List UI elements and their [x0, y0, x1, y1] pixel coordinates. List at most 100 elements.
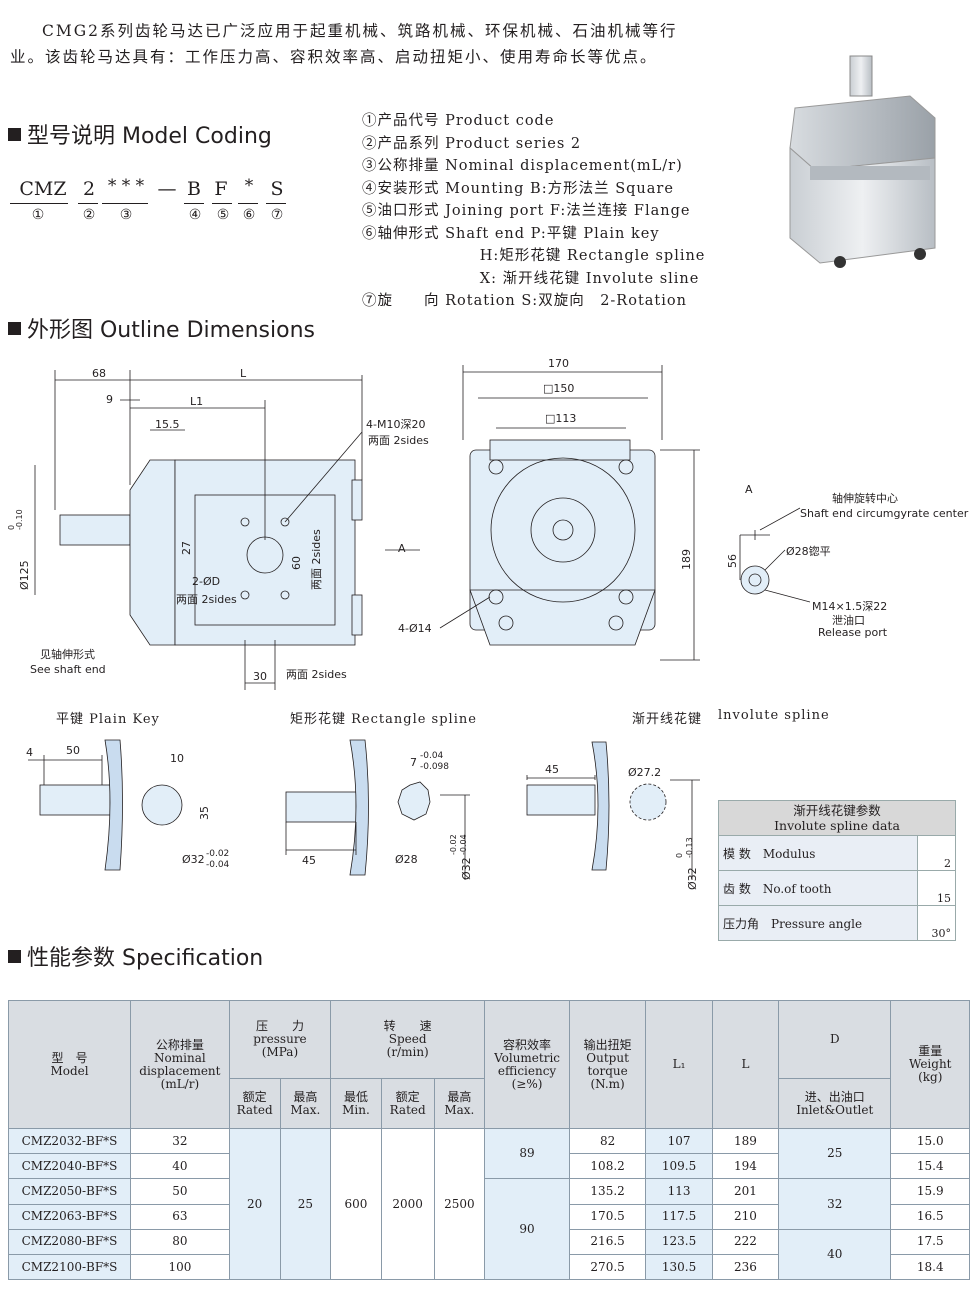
legend-line: X: 渐开线花键 Involute sline	[362, 270, 700, 287]
cell-l: 201	[711, 1178, 780, 1205]
dim-125: Ø125	[18, 560, 31, 590]
code-f: F	[214, 178, 228, 200]
invo-tol2: -0.13	[685, 837, 694, 858]
cell-weight: 15.4	[890, 1153, 970, 1180]
legend-line: ③公称排量 Nominal displacement(mL/r)	[362, 158, 683, 174]
spline-row-label: 压力角 Pressure angle	[718, 905, 918, 941]
plain-4: 4	[26, 746, 33, 759]
code-cmz: CMZ	[19, 178, 67, 200]
code-num-1: ①	[31, 207, 45, 223]
release-en: Release port	[818, 626, 888, 639]
motor-photo	[789, 55, 936, 268]
caption-rect: 矩形花键 Rectangle spline	[290, 712, 477, 727]
cell-torque: 135.2	[568, 1178, 647, 1205]
code-num-3: ③	[119, 207, 133, 223]
cell-torque: 270.5	[568, 1253, 647, 1281]
section-title: 外形图 Outline Dimensions	[27, 318, 315, 343]
intro-line-1: CMG2系列齿轮马达已广泛应用于起重机械、筑路机械、环保机械、石油机械等行	[42, 22, 678, 40]
dim-m14: M14×1.5深22	[812, 600, 887, 613]
intro-line-2: 业。该齿轮马达具有：工作压力高、容积效率高、启动扭矩小、使用寿命长等优点。	[10, 48, 658, 66]
th-d: D	[778, 1000, 892, 1079]
outline-drawing: 68 L 9 L1 15.5 4-M10深20 两面 2sides Ø125 0…	[7, 357, 969, 690]
cell-l: 210	[711, 1203, 780, 1230]
rect-32: Ø32	[460, 857, 473, 880]
center-cn: 轴伸旋转中心	[832, 491, 898, 505]
cell-weight: 18.4	[890, 1253, 970, 1281]
spline-row-label: 齿 数 No.of tooth	[718, 870, 918, 906]
legend-line: ②产品系列 Product series 2	[362, 135, 582, 152]
plain-32: Ø32	[182, 853, 205, 866]
invo-27-2: Ø27.2	[628, 766, 661, 779]
code-disp: * * *	[107, 176, 145, 196]
spline-row-value: 30°	[916, 905, 957, 941]
plain-50: 50	[66, 744, 80, 757]
code-num-6: ⑥	[242, 207, 256, 223]
cell-disp: 100	[130, 1253, 230, 1281]
dim-15-5: 15.5	[155, 418, 180, 431]
legend-line: ⑥轴伸形式 Shaft end P:平键 Plain key	[362, 225, 660, 242]
cell-disp: 63	[130, 1203, 230, 1230]
cell-torque: 170.5	[568, 1203, 647, 1230]
code-num-7: ⑦	[270, 207, 284, 223]
section-title: 型号说明 Model Coding	[27, 124, 272, 149]
rect-tol3: -0.02	[449, 834, 458, 855]
cell-model: CMZ2063-BF*S	[7, 1203, 132, 1230]
invo-32: Ø32	[686, 867, 699, 890]
dim-189: 189	[680, 549, 693, 570]
intro-text: CMG2系列齿轮马达已广泛应用于起重机械、筑路机械、环保机械、石油机械等行 业。…	[10, 18, 730, 70]
rect-tol2: -0.098	[420, 762, 449, 772]
dim-l1: L1	[190, 395, 203, 408]
cell-weight: 16.5	[890, 1203, 970, 1230]
cell-model: CMZ2040-BF*S	[7, 1153, 132, 1180]
dim-125-tol2: -0.10	[15, 509, 24, 530]
shaft-end-drawings: 4 50 10 35 Ø32 -0.02 -0.04 7 -0.04 -0.09…	[26, 739, 700, 890]
code-series: 2	[82, 178, 96, 200]
dim-30-sides: 两面 2sides	[286, 668, 347, 681]
square-bullet-icon	[8, 949, 21, 963]
dim-28: Ø28锪平	[786, 545, 831, 558]
cell-disp: 40	[130, 1153, 230, 1180]
section-outline: 外形图 Outline Dimensions	[8, 312, 315, 344]
cell-l1: 123.5	[645, 1228, 713, 1255]
dim-170: 170	[548, 357, 569, 370]
caption-invo-cn: 渐开线花键	[632, 712, 703, 727]
model-legend: ①产品代号 Product code ②产品系列 Product series …	[362, 110, 705, 313]
legend-line: ④安装形式 Mounting B:方形法兰 Square	[362, 180, 674, 197]
cell-weight: 17.5	[890, 1228, 970, 1255]
code-num-5: ⑤	[216, 207, 230, 223]
dim-m10: 4-M10深20	[366, 418, 425, 431]
cell-eff: 89	[484, 1127, 570, 1180]
spline-title-en: Involute spline data	[774, 818, 900, 833]
dim-sides: 两面 2sides	[310, 529, 323, 590]
section-spec: 性能参数 Specification	[8, 940, 263, 972]
cell-d: 32	[778, 1178, 892, 1230]
dim-l: L	[240, 367, 247, 380]
view-a: A	[745, 483, 753, 496]
th-l1: L₁	[645, 1000, 713, 1129]
cell-l1: 107	[645, 1127, 713, 1155]
square-bullet-icon	[8, 321, 21, 335]
cell-s-rated: 2000	[380, 1127, 435, 1281]
dim-150: □150	[543, 382, 574, 395]
cell-l1: 117.5	[645, 1203, 713, 1230]
spline-row-label: 模 数 Modulus	[718, 835, 918, 871]
dim-m10-sides: 两面 2sides	[368, 434, 429, 447]
cell-l1: 113	[645, 1178, 713, 1205]
dim-113: □113	[545, 412, 576, 425]
plain-10: 10	[170, 752, 184, 765]
rect-45: 45	[302, 854, 316, 867]
cell-disp: 80	[130, 1228, 230, 1255]
cell-torque: 216.5	[568, 1228, 647, 1255]
shaft-note-cn: 见轴伸形式	[40, 647, 95, 661]
code-b: B	[187, 178, 201, 200]
spline-row-value: 15	[916, 870, 957, 906]
